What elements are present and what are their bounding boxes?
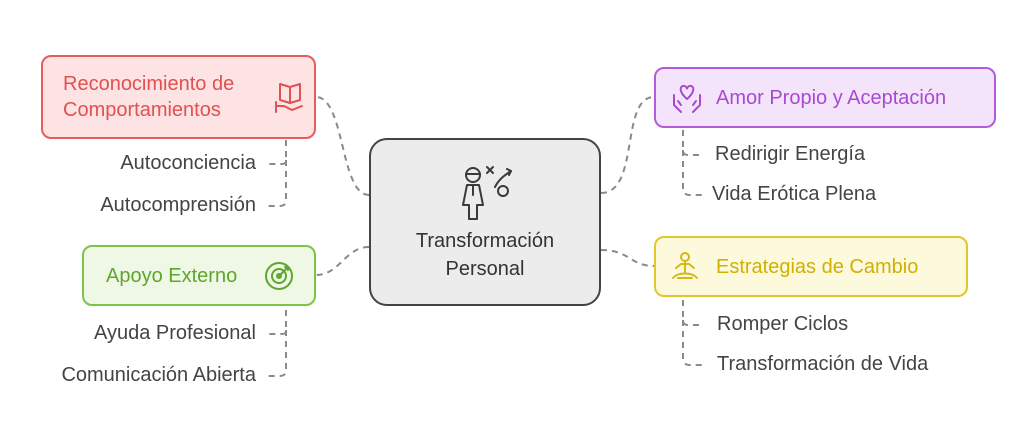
connector-amor bbox=[600, 96, 655, 194]
center-title: Transformación Personal bbox=[415, 230, 555, 280]
connector-autoconciencia bbox=[268, 140, 287, 165]
open-book-hand-icon bbox=[274, 80, 306, 114]
meditation-icon bbox=[668, 250, 702, 284]
connector-vida-erotica bbox=[682, 150, 702, 196]
topic-amor[interactable]: Amor Propio y Aceptación bbox=[654, 67, 996, 128]
leaf-autocomprension: Autocomprensión bbox=[100, 194, 256, 216]
target-icon bbox=[262, 259, 296, 293]
heart-in-hands-icon bbox=[670, 81, 704, 115]
topic-apoyo[interactable]: Apoyo Externo bbox=[82, 245, 316, 306]
connector-reconocimiento bbox=[315, 96, 370, 196]
connector-apoyo bbox=[315, 246, 370, 276]
topic-reconocimiento[interactable]: Reconocimiento de Comportamientos bbox=[41, 55, 316, 139]
connector-autocomprension bbox=[268, 160, 287, 207]
leaf-autoconciencia: Autoconciencia bbox=[120, 152, 256, 174]
connector-redirigir bbox=[682, 130, 702, 156]
leaf-ayuda-profesional: Ayuda Profesional bbox=[94, 322, 256, 344]
topic-label: Estrategias de Cambio bbox=[716, 255, 919, 278]
person-strategy-icon bbox=[453, 161, 517, 221]
center-node[interactable]: Transformación Personal bbox=[369, 138, 601, 306]
leaf-romper-ciclos: Romper Ciclos bbox=[717, 313, 849, 335]
connector-transformacion-vida bbox=[682, 320, 702, 366]
topic-label: Apoyo Externo bbox=[106, 264, 238, 287]
topic-estrategias[interactable]: Estrategias de Cambio bbox=[654, 236, 968, 297]
leaf-comunicacion-abierta: Comunicación Abierta bbox=[61, 364, 256, 386]
topic-label: Amor Propio y Aceptación bbox=[716, 86, 947, 109]
connector-estrategias bbox=[600, 249, 655, 267]
leaf-vida-erotica-plena: Vida Erótica Plena bbox=[712, 183, 877, 205]
topic-label: Reconocimiento de Comportamientos bbox=[63, 73, 235, 121]
connector-comunicacion bbox=[268, 330, 287, 377]
connector-ayuda bbox=[268, 310, 287, 335]
connector-romper bbox=[682, 300, 702, 326]
leaf-redirigir-energia: Redirigir Energía bbox=[715, 143, 866, 165]
leaf-transformacion-de-vida: Transformación de Vida bbox=[717, 353, 929, 375]
